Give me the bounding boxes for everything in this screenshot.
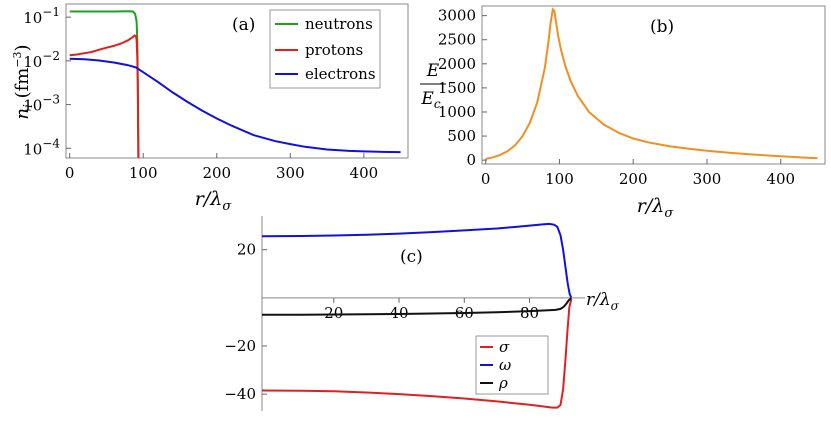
- panel-c-x-tick-label: 20: [324, 304, 343, 322]
- panel-c-series---line: [262, 297, 572, 316]
- panel-b-y-tick-label: 2000: [438, 55, 476, 73]
- panel-b-x-tick-label: 0: [481, 170, 491, 188]
- panel-a-x-tick-label: 400: [350, 164, 379, 182]
- panel-a-series-electrons-line: [69, 57, 401, 154]
- svg-text:r/λσ: r/λσ: [195, 188, 233, 214]
- panel-c-y-tick-label: −20: [224, 337, 256, 355]
- panel-a-series-protons-line: [69, 34, 140, 159]
- panel-a-x-tick-label: 300: [276, 164, 305, 182]
- panel-b-x-tick-label: 400: [766, 170, 795, 188]
- panel-c-x-axis-label: r/λσ: [586, 290, 620, 313]
- legend-label-neutrons: neutrons: [305, 15, 373, 33]
- panel-a-series-neutrons-line: [69, 10, 140, 159]
- panel-b-y-tick-label: 1500: [438, 79, 476, 97]
- panel-a-x-axis-label: r/λσ: [195, 188, 233, 214]
- panel-b-y-tick-label: 500: [447, 127, 476, 145]
- panel-a-x-tick-label: 0: [65, 164, 75, 182]
- panel-b-y-tick-label: 2500: [438, 31, 476, 49]
- panel-b: 0 100 200 300 400 0 500 1000 1500 2000 2500 3000 (b…: [420, 5, 826, 221]
- legend-label-rho: ρ: [498, 374, 508, 392]
- panel-a-y-tick-label: 10−4: [23, 136, 60, 158]
- panel-c-label: (c): [400, 247, 423, 267]
- panel-c-series---line: [261, 222, 573, 298]
- panel-c-x-tick-label: 80: [520, 304, 539, 322]
- panel-a-x-tick-label: 200: [202, 164, 231, 182]
- panel-a-y-axis-label: ni (fm−3): [11, 44, 35, 119]
- svg-text:r/λσ: r/λσ: [586, 290, 620, 313]
- svg-text:E: E: [426, 61, 440, 81]
- panel-b-x-axis-label: r/λσ: [637, 195, 675, 221]
- panel-c-legend-box: [475, 335, 549, 395]
- panel-b-series-curve-line: [485, 7, 818, 160]
- panel-a-legend: neutrons protons electrons: [269, 9, 381, 89]
- panel-c-x-tick-label: 40: [389, 304, 408, 322]
- panel-b-x-tick-label: 300: [693, 170, 722, 188]
- panel-a-y-tick-label: 10−2: [23, 49, 60, 71]
- panel-b-x-tick-label: 100: [545, 170, 574, 188]
- panel-c-y-tick-label: 20: [237, 241, 256, 259]
- panel-b-label: (b): [650, 17, 674, 37]
- panel-a-series: [69, 10, 401, 159]
- panel-c-series---line: [261, 298, 573, 409]
- svg-text:ni (fm−3): ni (fm−3): [11, 44, 35, 119]
- legend-label-sigma: σ: [499, 338, 510, 356]
- panel-b-frame: [481, 5, 826, 165]
- svg-text:r/λσ: r/λσ: [637, 195, 675, 221]
- panel-b-y-tick-label: 1000: [438, 103, 476, 121]
- panel-b-ticks: 0 100 200 300 400 0 500 1000 1500 2000 2500 3000: [438, 7, 795, 188]
- panel-c-series: [261, 222, 573, 409]
- panel-a-x-tick-label: 100: [129, 164, 158, 182]
- panel-c-legend: σ ω ρ: [475, 335, 549, 395]
- panel-a-frame: [65, 3, 409, 159]
- panel-a-y-tick-label: 10−1: [23, 5, 60, 27]
- panel-a: 0 100 200 300 400 10−4 10−3 10−2 10−1 (a) ni (fm…: [11, 3, 409, 214]
- panel-b-y-tick-label: 3000: [438, 7, 476, 25]
- legend-label-protons: protons: [305, 41, 363, 59]
- panel-b-y-tick-label: 0: [466, 151, 476, 169]
- panel-b-x-tick-label: 200: [619, 170, 648, 188]
- legend-label-electrons: electrons: [305, 65, 376, 83]
- panel-b-series: [485, 7, 818, 160]
- panel-c-y-tick-label: −40: [224, 385, 256, 403]
- legend-label-omega: ω: [499, 356, 511, 374]
- panel-a-ticks: 0 100 200 300 400 10−4 10−3 10−2 10−1: [23, 5, 378, 182]
- panel-a-label: (a): [232, 15, 255, 35]
- panel-a-y-tick-label: 10−3: [23, 93, 60, 115]
